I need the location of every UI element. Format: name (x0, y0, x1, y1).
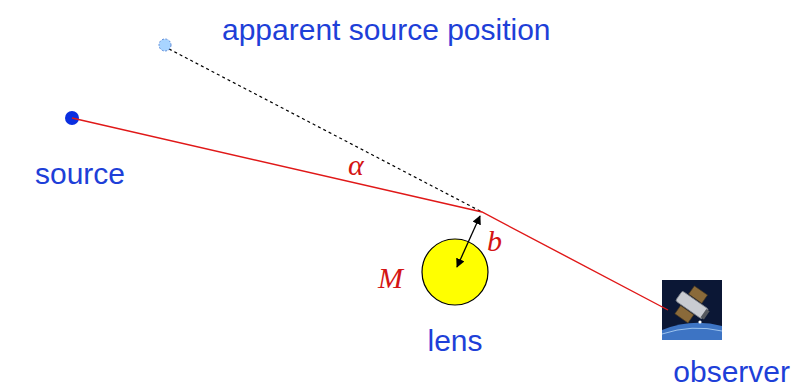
lens-mass (422, 239, 488, 305)
telescope-picture (662, 280, 722, 340)
node-label: observer (673, 356, 790, 388)
node-label: source (35, 158, 125, 190)
node-label: apparent source position (222, 14, 551, 46)
observer-node: observer (660, 278, 792, 390)
deflection-angle: α (348, 150, 364, 180)
sight-line (169, 49, 482, 212)
impact-parameter: b (487, 226, 502, 256)
source-node: source (30, 111, 140, 193)
node-label: lens (427, 325, 482, 357)
light-ray (72, 118, 668, 310)
apparent-source: apparent source position (218, 14, 582, 48)
impact-arrow (457, 216, 480, 267)
apparent-dot (159, 39, 171, 51)
mass-symbol: M (378, 263, 403, 293)
lens-node: Mlens (376, 237, 490, 357)
